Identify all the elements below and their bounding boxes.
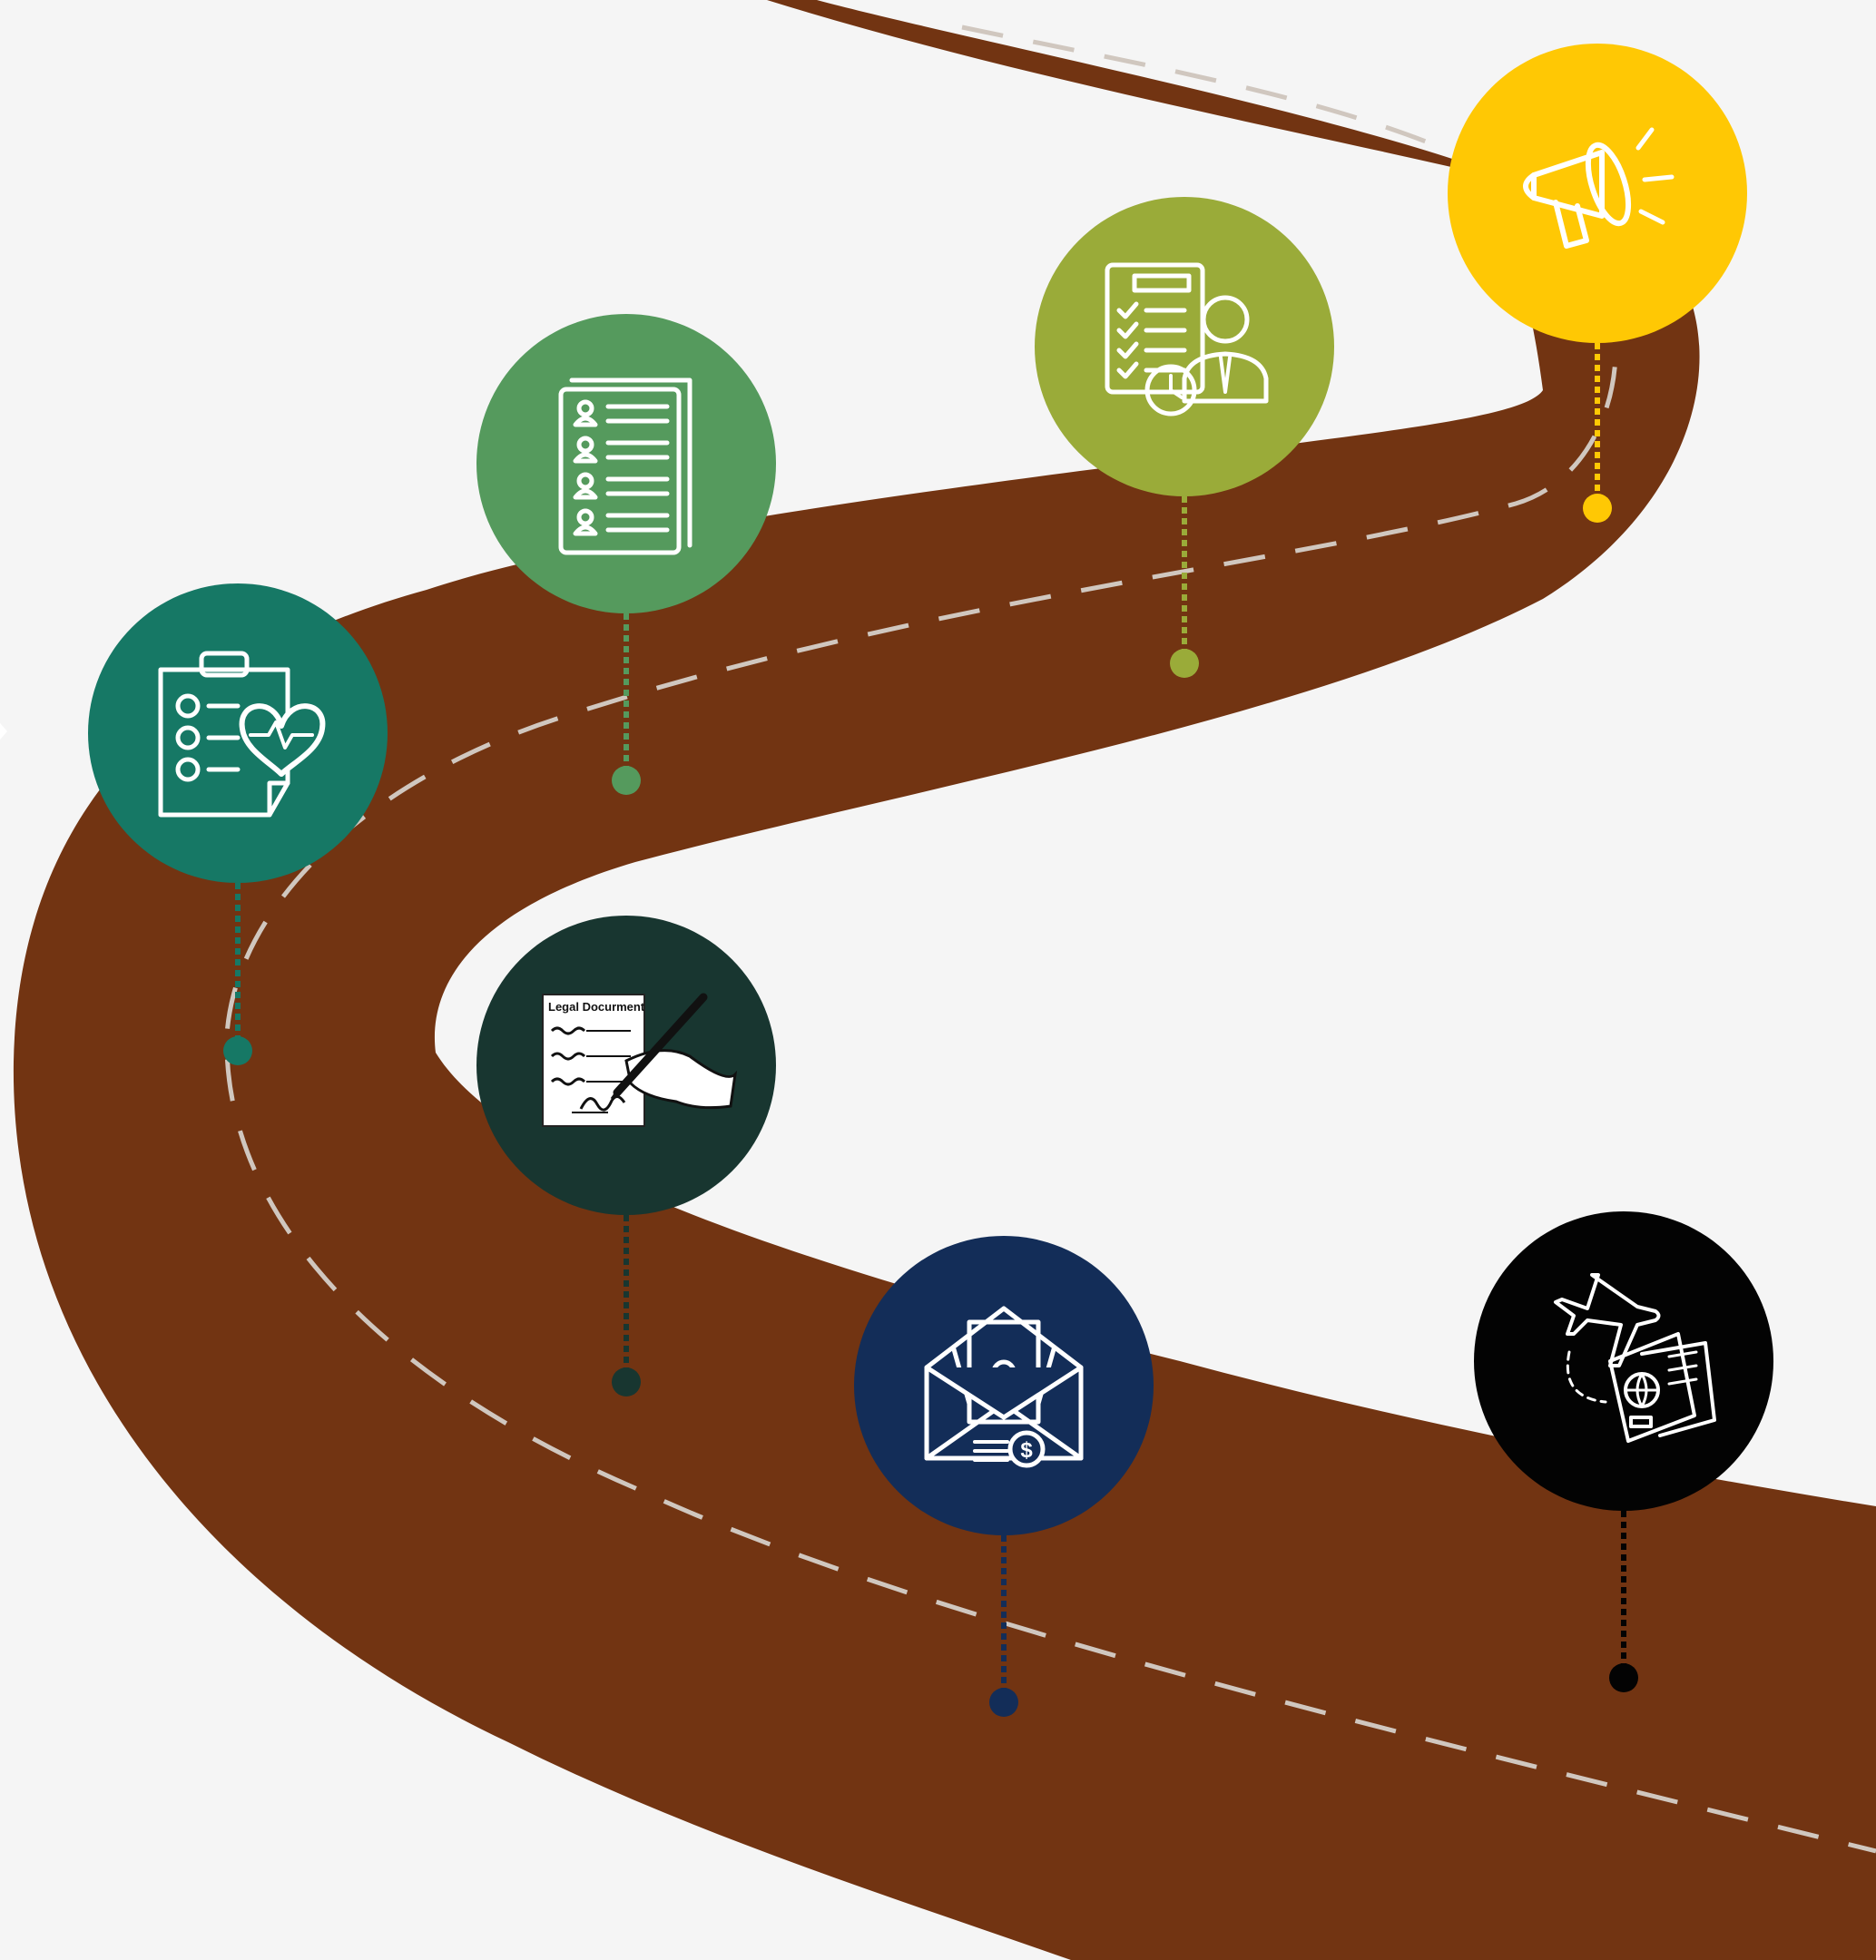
money-envelope-icon: $ [924,1306,1084,1468]
passport-flight-icon [1554,1273,1716,1443]
document-title: Legal Docurment [548,1000,645,1014]
milestone-4 [88,583,388,1065]
milestone-circle [476,314,776,613]
svg-text:$: $ [1020,1438,1033,1463]
milestone-circle [88,583,388,883]
milestone-circle [1448,44,1747,343]
pin-dot [612,766,641,795]
pin-dot [223,1036,252,1065]
megaphone-icon [1523,127,1675,249]
milestone-7 [1474,1211,1773,1692]
milestone-circle [1035,197,1334,496]
pin-dot [612,1367,641,1396]
pin-dot [989,1688,1018,1717]
pin-dot [1583,494,1612,523]
milestone-5: Legal Docurment [476,916,776,1396]
winding-road [13,0,1876,1960]
milestone-2 [1035,197,1334,678]
edge-chevron-icon [0,717,7,746]
pin-dot [1170,649,1199,678]
candidate-checklist-icon [1105,262,1269,416]
medical-clipboard-icon [158,651,326,818]
resume-list-icon [558,377,692,555]
pin-dot [1609,1663,1638,1692]
milestone-3 [476,314,776,795]
milestone-circle [1474,1211,1773,1511]
milestone-1 [1448,44,1747,523]
milestone-6: $ [854,1236,1154,1717]
signing-document-icon: Legal Docurment [542,993,738,1127]
milestone-group: Legal Docurment $ [88,44,1773,1717]
